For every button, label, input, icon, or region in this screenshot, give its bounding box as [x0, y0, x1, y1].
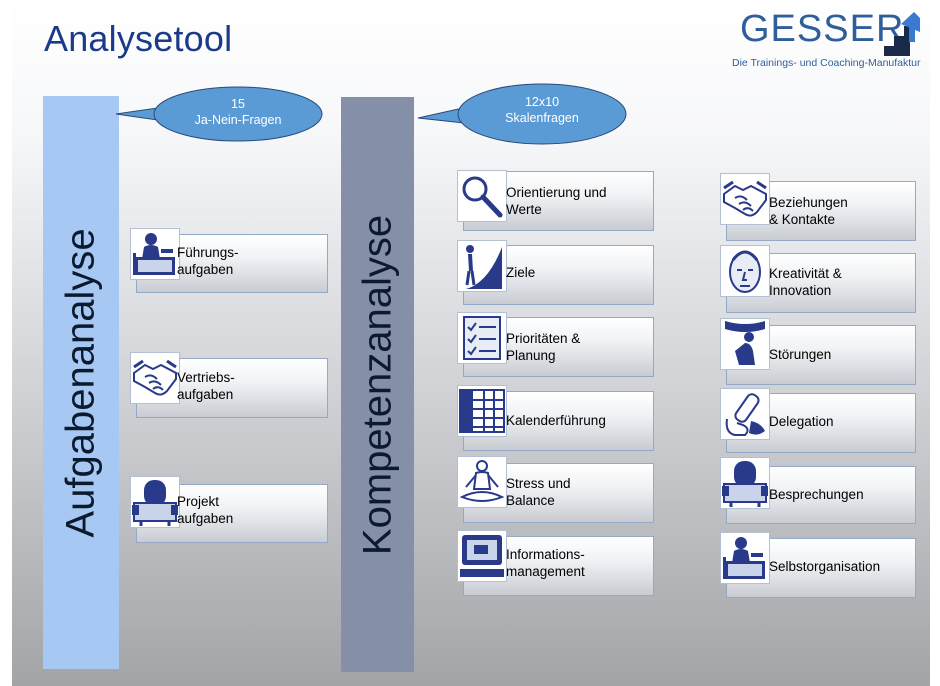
- desk-person-icon: [130, 228, 180, 280]
- calendar-grid-icon: [457, 385, 507, 437]
- bubble-text: 15 Ja-Nein-Fragen: [158, 96, 318, 128]
- company-logo: GESSER Die Trainings- und Coaching-Manuf…: [732, 8, 922, 78]
- checklist-icon: [457, 312, 507, 364]
- logo-wordmark: GESSER: [740, 8, 905, 50]
- baton-hand-icon: [720, 388, 770, 440]
- item-label: Delegation: [769, 414, 834, 429]
- item-label: Störungen: [769, 347, 832, 362]
- thinking-person-icon: [720, 318, 770, 370]
- item-label: Kalenderführung: [506, 413, 606, 428]
- bubble-label: Ja-Nein-Fragen: [194, 113, 282, 127]
- item-card-vertriebsaufgaben[interactable]: [136, 358, 328, 418]
- computer-icon: [457, 530, 507, 582]
- logo-tagline: Die Trainings- und Coaching-Manufaktur: [732, 57, 921, 69]
- item-label: Beziehungen& Kontakte: [769, 195, 848, 227]
- callout-bubble: 15 Ja-Nein-Fragen: [112, 86, 332, 146]
- item-label: Kreativität &Innovation: [769, 266, 842, 298]
- bubble-count: 15: [231, 97, 245, 111]
- handshake-icon: [130, 352, 180, 404]
- item-label: Führungs-aufgaben: [177, 245, 239, 277]
- item-label: Selbstorganisation: [769, 559, 881, 574]
- meditation-icon: [457, 456, 507, 508]
- callout-shape: [115, 86, 323, 142]
- bubble-count: 12x10: [524, 95, 560, 109]
- column-label: Aufgabenanalyse: [58, 227, 103, 538]
- aufgabenanalyse-column: Aufgabenanalyse: [43, 96, 119, 669]
- item-label: Vertriebs-aufgaben: [177, 370, 235, 402]
- page-title: Analysetool: [44, 18, 233, 59]
- meeting-table-icon: [130, 476, 180, 528]
- person-climbing-icon: [457, 240, 507, 292]
- callout-bubble: 12x10 Skalenfragen: [416, 82, 636, 148]
- item-label: Informations-management: [506, 547, 585, 579]
- item-label: Besprechungen: [769, 487, 864, 502]
- bubble-text: 12x10 Skalenfragen: [462, 94, 622, 126]
- handshake-icon: [720, 173, 770, 225]
- kompetenzanalyse-column: Kompetenzanalyse: [341, 97, 414, 672]
- desk-person-icon: [720, 532, 770, 584]
- item-label: Ziele: [506, 265, 536, 280]
- column-label: Kompetenzanalyse: [355, 214, 399, 555]
- slide: Analysetool GESSER Die Trainings- und Co…: [12, 0, 930, 686]
- callout-shape: [417, 83, 627, 145]
- item-label: Prioritäten &Planung: [506, 331, 581, 363]
- meeting-table-icon: [720, 457, 770, 509]
- stairs-arrow-icon: [884, 12, 920, 56]
- bubble-label: Skalenfragen: [505, 111, 579, 125]
- magnifier-icon: [457, 170, 507, 222]
- head-icon: [720, 245, 770, 297]
